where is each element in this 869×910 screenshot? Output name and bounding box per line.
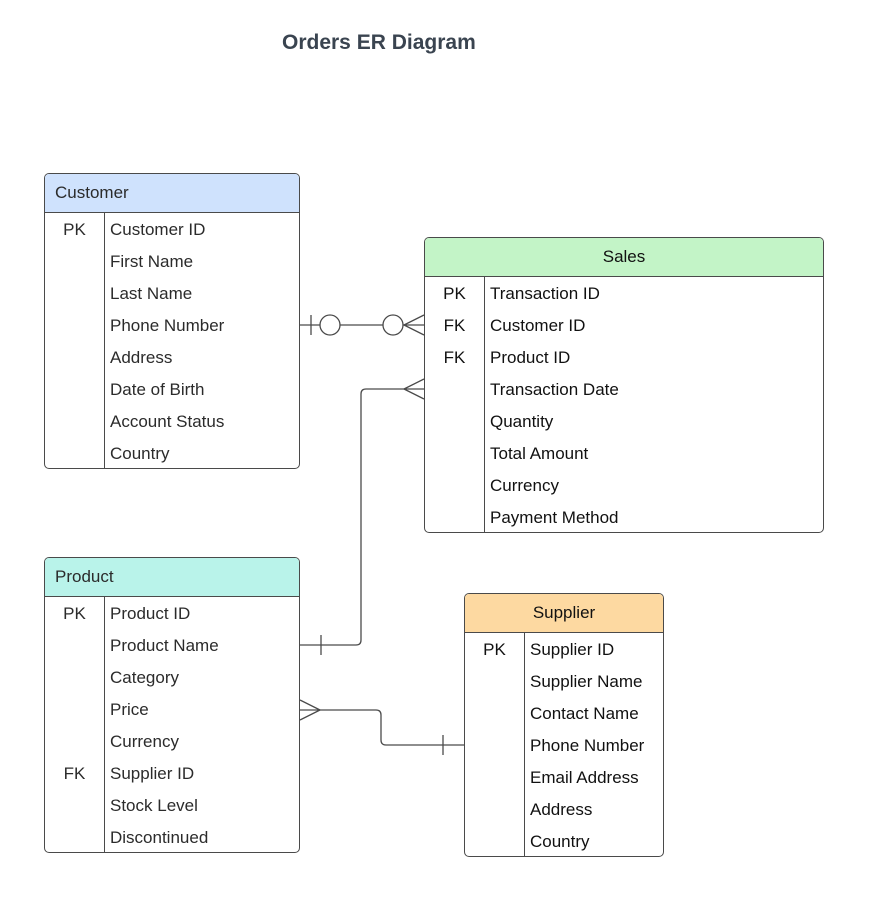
table-row: Date of Birth <box>45 374 299 406</box>
table-row: Currency <box>425 470 823 502</box>
field-cell: Quantity <box>490 412 554 431</box>
table-row: Discontinued <box>45 822 299 852</box>
table-row: Transaction Date <box>425 374 823 406</box>
connector-product-supplier <box>299 699 464 755</box>
entity-customer-title: Customer <box>55 183 129 202</box>
table-row: PK Supplier ID <box>465 634 663 666</box>
entity-customer[interactable]: Customer PK Customer ID First Name Last N… <box>44 173 300 469</box>
entity-sales-title: Sales <box>602 247 646 266</box>
field-cell: Total Amount <box>490 444 589 463</box>
entity-product[interactable]: Product PK Product ID Product Name Catego… <box>44 557 300 853</box>
key-cell: PK <box>483 640 506 659</box>
key-column-divider <box>465 633 525 856</box>
field-cell: Supplier ID <box>110 764 195 783</box>
entity-sales-header: Sales <box>425 238 823 277</box>
table-row: Contact Name <box>465 698 663 730</box>
table-row: First Name <box>45 246 299 278</box>
table-row: Last Name <box>45 278 299 310</box>
entity-supplier[interactable]: Supplier PK Supplier ID Supplier Name Con… <box>464 593 664 857</box>
key-cell: PK <box>63 604 86 623</box>
table-row: PK Product ID <box>45 598 299 630</box>
key-cell: PK <box>63 220 86 239</box>
field-cell: Account Status <box>110 412 225 431</box>
field-cell: Product ID <box>490 348 571 367</box>
field-cell: Phone Number <box>110 316 225 335</box>
field-cell: First Name <box>110 252 194 271</box>
table-row: Address <box>465 794 663 826</box>
field-cell: Address <box>110 348 173 367</box>
key-cell: FK <box>63 764 86 783</box>
table-row: FK Product ID <box>425 342 823 374</box>
entity-supplier-header: Supplier <box>465 594 663 633</box>
table-row: Currency <box>45 726 299 758</box>
field-cell: Currency <box>490 476 559 495</box>
table-row: Price <box>45 694 299 726</box>
table-row: Phone Number <box>465 730 663 762</box>
table-row: Email Address <box>465 762 663 794</box>
field-cell: Category <box>110 668 179 687</box>
table-row: Total Amount <box>425 438 823 470</box>
field-cell: Country <box>530 832 590 851</box>
field-cell: Supplier ID <box>530 640 615 659</box>
field-cell: Price <box>110 700 149 719</box>
field-cell: Country <box>110 444 170 463</box>
key-cell: PK <box>443 284 466 303</box>
field-cell: Discontinued <box>110 828 209 847</box>
field-cell: Currency <box>110 732 179 751</box>
table-row: Quantity <box>425 406 823 438</box>
field-cell: Payment Method <box>490 508 619 527</box>
table-row: Country <box>45 438 299 468</box>
entity-supplier-title: Supplier <box>532 603 596 622</box>
field-cell: Address <box>530 800 593 819</box>
field-cell: Product ID <box>110 604 191 623</box>
field-cell: Contact Name <box>530 704 639 723</box>
table-row: Country <box>465 826 663 856</box>
entity-sales[interactable]: Sales PK Transaction ID FK Customer ID FK P… <box>424 237 824 533</box>
table-row: Address <box>45 342 299 374</box>
field-cell: Product Name <box>110 636 219 655</box>
field-cell: Transaction Date <box>490 380 619 399</box>
field-cell: Phone Number <box>530 736 645 755</box>
table-row: Payment Method <box>425 502 823 532</box>
table-row: FK Supplier ID <box>45 758 299 790</box>
field-cell: Customer ID <box>110 220 206 239</box>
field-cell: Customer ID <box>490 316 586 335</box>
key-column-divider <box>45 597 105 852</box>
field-cell: Date of Birth <box>110 380 205 399</box>
connector-product-sales <box>300 378 425 655</box>
field-cell: Transaction ID <box>490 284 600 303</box>
field-cell: Supplier Name <box>530 672 643 691</box>
entity-customer-header: Customer <box>45 174 299 213</box>
table-row: Account Status <box>45 406 299 438</box>
table-row: Category <box>45 662 299 694</box>
key-column-divider <box>425 277 485 532</box>
table-row: Stock Level <box>45 790 299 822</box>
entity-product-title: Product <box>55 567 114 586</box>
table-row: PK Customer ID <box>45 214 299 246</box>
connector-customer-sales <box>300 314 425 336</box>
entity-product-header: Product <box>45 558 299 597</box>
table-row: Product Name <box>45 630 299 662</box>
table-row: Supplier Name <box>465 666 663 698</box>
table-row: PK Transaction ID <box>425 278 823 310</box>
key-cell: FK <box>443 316 466 335</box>
table-row: Phone Number <box>45 310 299 342</box>
field-cell: Last Name <box>110 284 193 303</box>
table-row: FK Customer ID <box>425 310 823 342</box>
key-column-divider <box>45 213 105 468</box>
key-cell: FK <box>443 348 466 367</box>
field-cell: Email Address <box>530 768 639 787</box>
field-cell: Stock Level <box>110 796 198 815</box>
diagram-title: Orders ER Diagram <box>282 31 476 54</box>
